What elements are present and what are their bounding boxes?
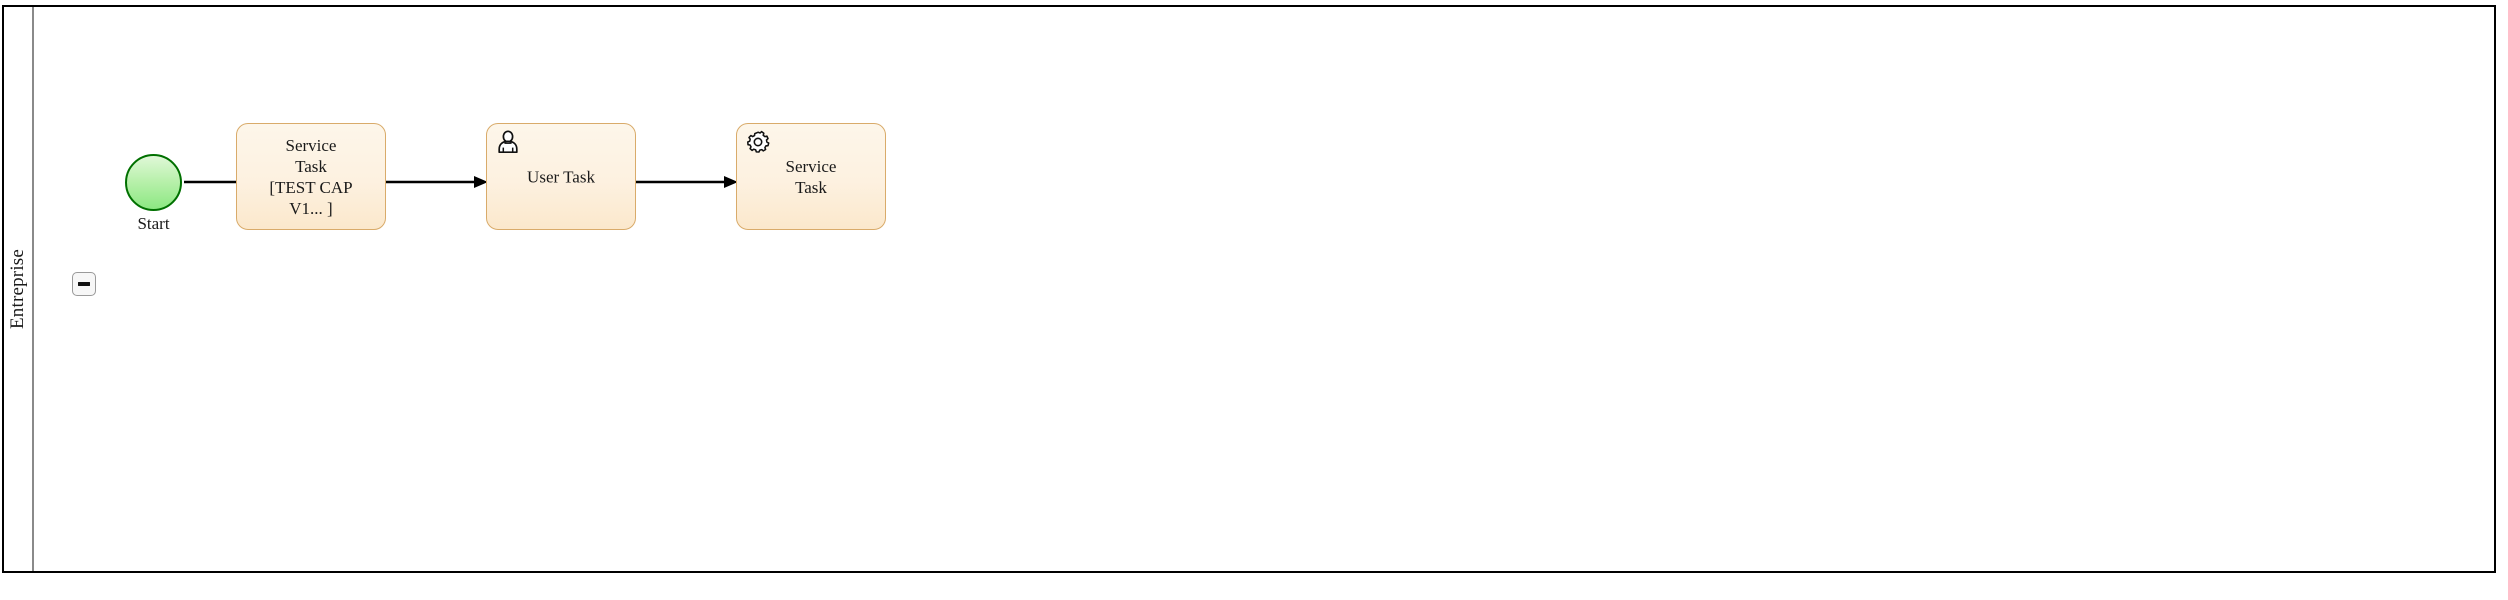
task-label: Service Task — [785, 156, 837, 197]
start-event[interactable]: Start — [125, 154, 182, 233]
sequence-flow-2[interactable] — [386, 176, 488, 188]
task-label: User Task — [527, 167, 595, 186]
gear-icon — [745, 130, 771, 156]
start-event-circle — [125, 154, 182, 211]
start-event-label: Start — [137, 214, 170, 233]
sequence-flow-3[interactable] — [636, 176, 738, 188]
task-service-task-1[interactable]: Service Task [TEST CAP V1... ] — [236, 123, 386, 230]
minus-icon — [78, 282, 90, 286]
task-user-task-1[interactable]: User Task — [486, 123, 636, 230]
pool-collapse-button[interactable] — [72, 272, 96, 296]
pool-header: Entreprise — [4, 7, 34, 571]
pool-entreprise[interactable]: Entreprise Start Service Task — [2, 5, 2496, 573]
task-label: Service Task [TEST CAP V1... ] — [269, 135, 353, 218]
lane-content-area: Start Service Task [TEST CAP V1... ] — [34, 7, 2494, 571]
user-icon — [495, 130, 521, 156]
task-service-task-2[interactable]: Service Task — [736, 123, 886, 230]
pool-name-label: Entreprise — [7, 248, 29, 330]
